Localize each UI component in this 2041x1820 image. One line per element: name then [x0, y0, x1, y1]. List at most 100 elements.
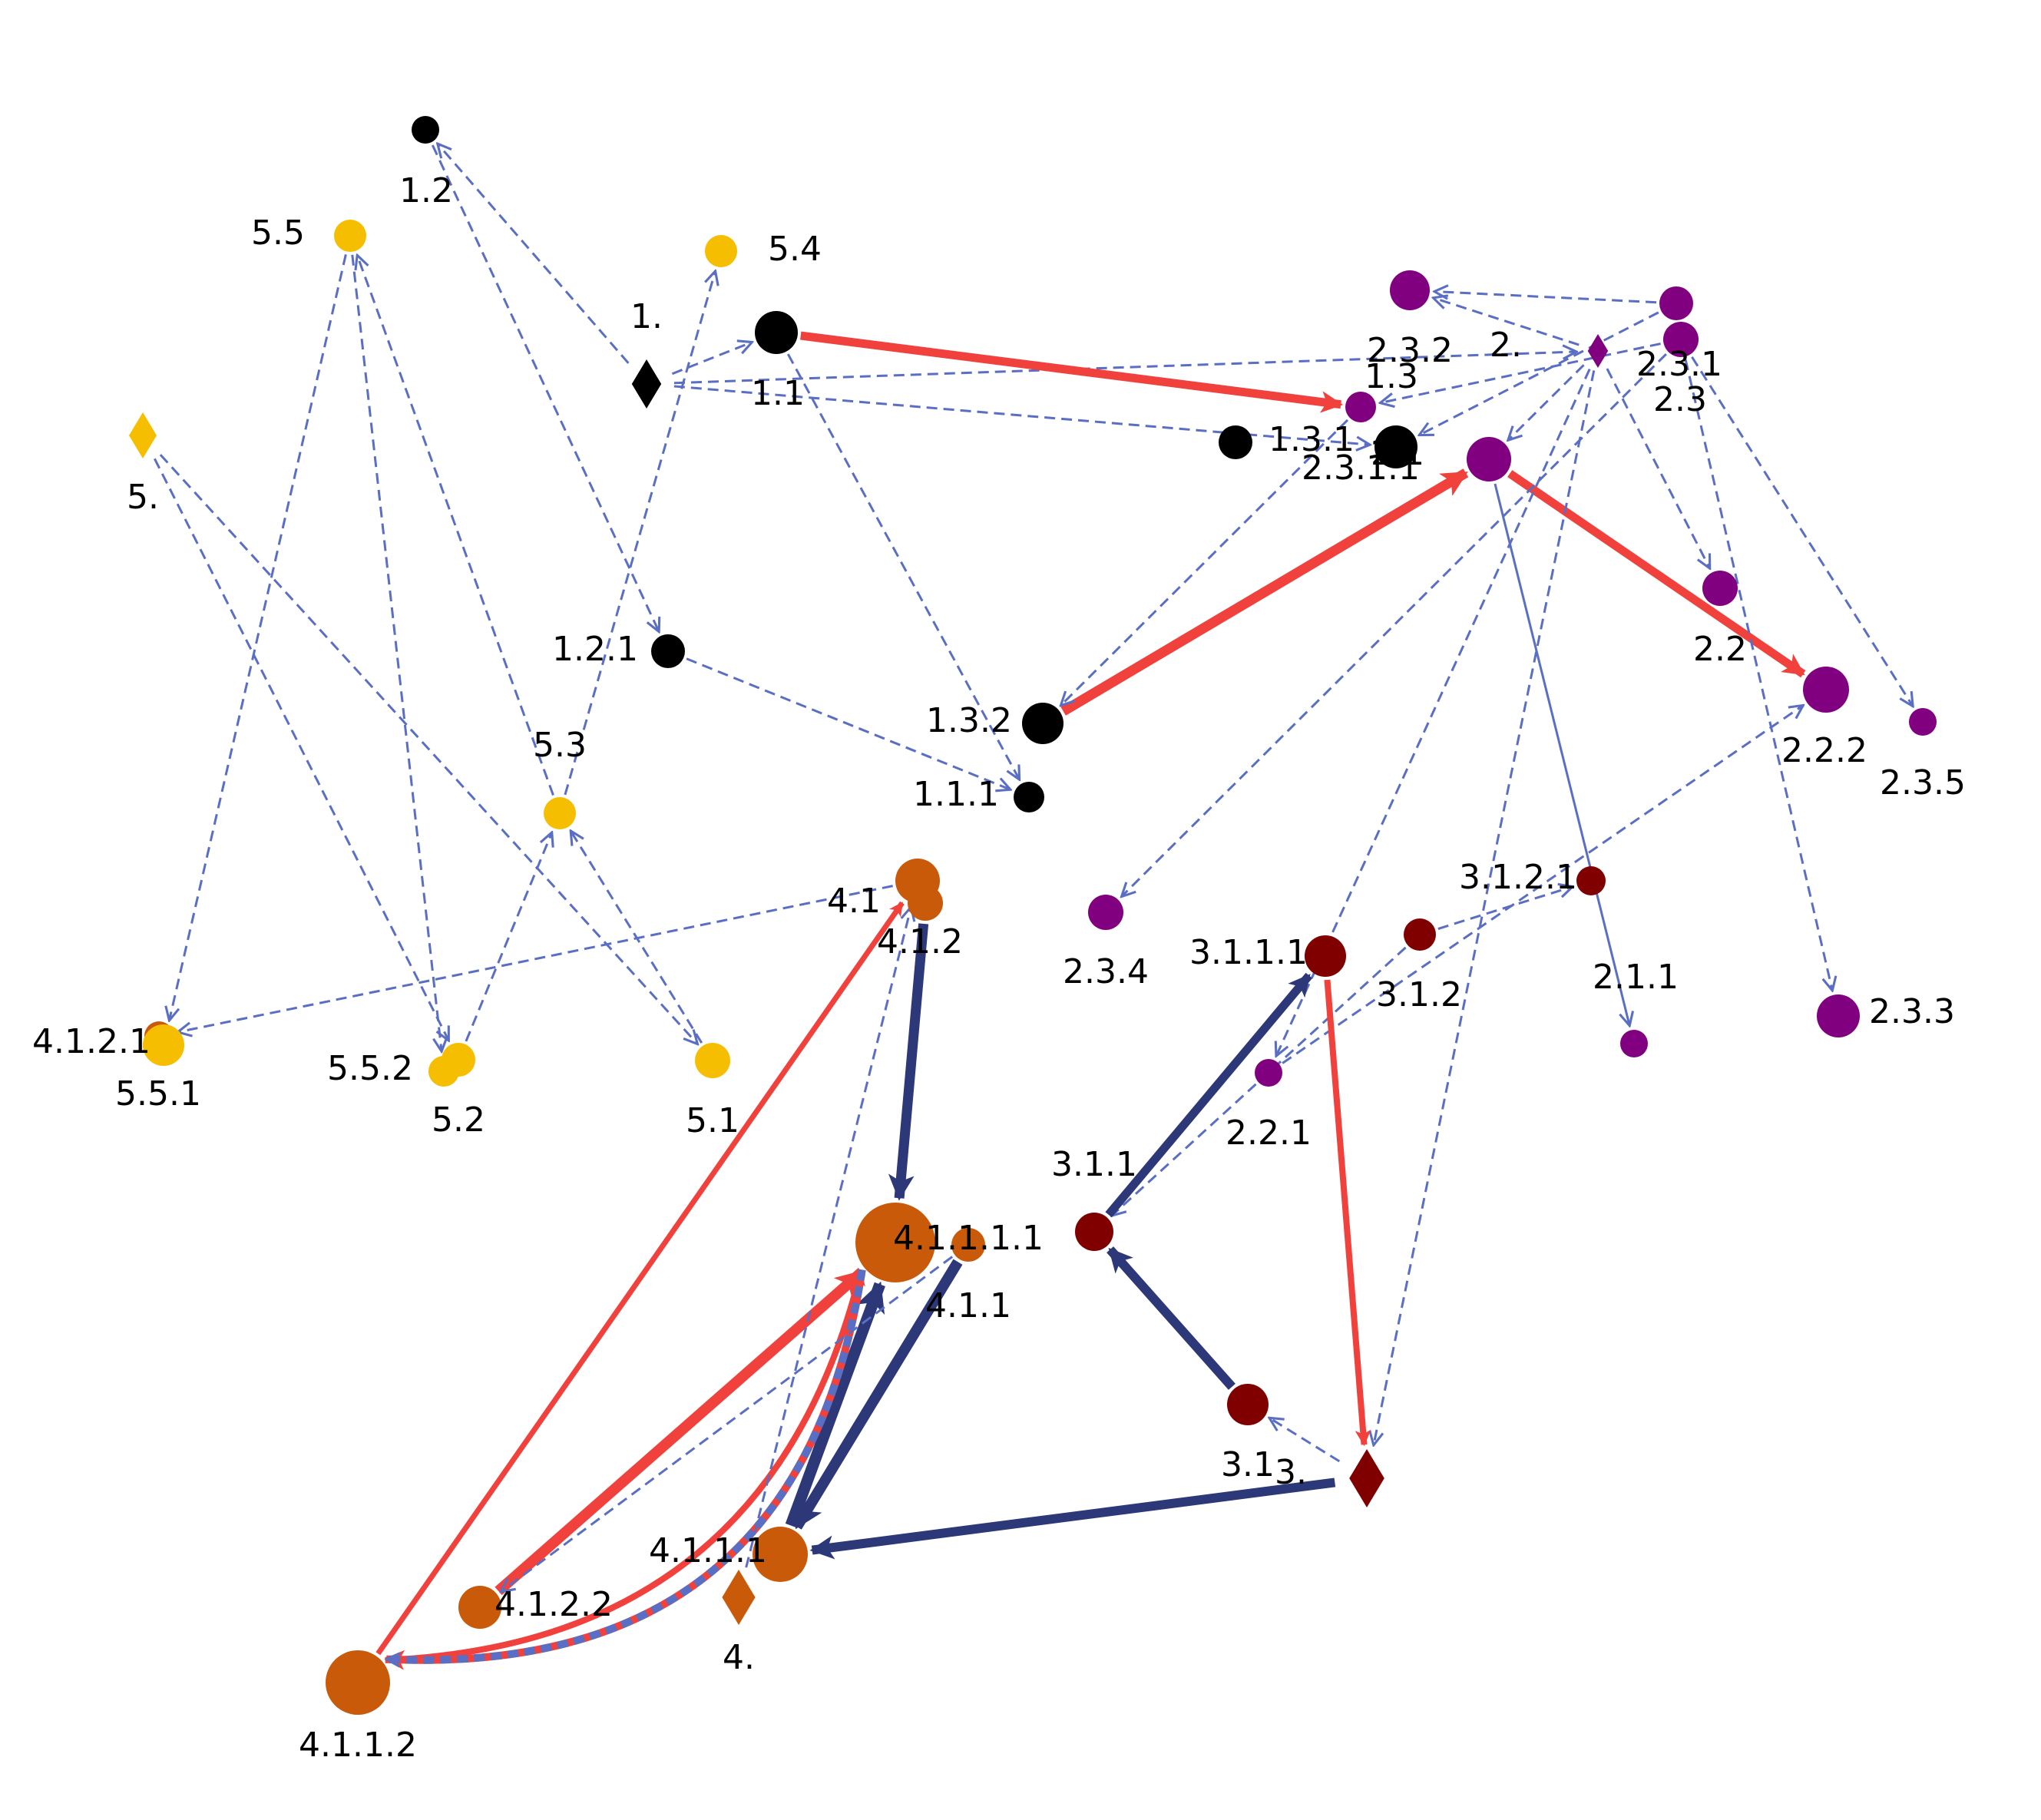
node-label-4-1: 4.1: [827, 882, 881, 921]
node-3-1-2: [1404, 918, 1436, 951]
node-label-3-1-2: 3.1.2: [1376, 975, 1462, 1014]
node-1-1: [755, 311, 798, 354]
node-3-1-2-1: [1576, 866, 1606, 895]
node-2-2-2: [1803, 667, 1849, 713]
node-label-1-3-1: 1.3.1: [1269, 420, 1355, 459]
edge-1-2-1-to-1-1-1: [686, 657, 1011, 790]
node-label-4-1-1-1-1: 4.1.1.1.1: [893, 1219, 1044, 1258]
edge-2-3-to-2-3-5: [1691, 356, 1913, 706]
node-label-3: 3.: [1275, 1453, 1307, 1492]
node-2-2: [1702, 571, 1738, 606]
node-label-4-1-2: 4.1.2: [877, 922, 963, 961]
node-label-2-3-3: 2.3.3: [1869, 992, 1955, 1031]
node-1-1-1: [1014, 782, 1044, 812]
edge-5-3-to-5-4: [564, 271, 716, 796]
edge-4-1-1-to-4-1-1-1: [792, 1259, 963, 1530]
node-label-5: 5.: [127, 478, 159, 517]
node-1-2-1: [651, 634, 685, 668]
node-label-1-1: 1.1: [751, 374, 805, 413]
node-2-3-1-1: [1345, 392, 1376, 422]
node-label-1-3: 1.3: [1365, 357, 1418, 396]
node-label-2-3: 2.3: [1653, 380, 1707, 419]
node-label-5-5: 5.5: [251, 213, 305, 253]
edge-3-to-3-1: [1269, 1418, 1341, 1463]
node-2-1-1: [1620, 1030, 1648, 1057]
node-2-1: [1467, 437, 1511, 481]
node-2-3: [1663, 322, 1699, 357]
edge-3-1-1-1-to-3: [1324, 979, 1371, 1447]
node-3-1-1-1: [1305, 935, 1346, 977]
node-3-1-1: [1075, 1213, 1113, 1251]
node-label-5-1: 5.1: [686, 1101, 739, 1140]
edge-2-3-1-to-1-3: [1419, 311, 1659, 435]
node-label-4-1-1-1: 4.1.1.1: [649, 1531, 767, 1570]
edge-2-3-to-2-3-1-1: [1380, 342, 1661, 403]
node-label-2-3-1-1: 2.3.1.1: [1302, 448, 1420, 488]
node-label-2-3-1: 2.3.1: [1636, 345, 1722, 384]
node-label-3-1-1-1: 3.1.1.1: [1189, 933, 1308, 972]
node-4: [722, 1570, 756, 1625]
edge-5-to-5-1: [159, 454, 698, 1044]
node-1-3-1: [1219, 425, 1252, 459]
edge-4-1-to-4-1-2-1: [177, 885, 893, 1032]
node-label-4-1-1: 4.1.1: [925, 1286, 1011, 1325]
node-label-1-3-2: 1.3.2: [926, 701, 1012, 740]
edge-3-to-4-1-1-1: [809, 1478, 1336, 1560]
node-2: [1587, 334, 1609, 368]
node-label-4: 4.: [723, 1638, 755, 1677]
edge-1-to-1-3: [673, 385, 1370, 445]
labels-layer: 1.1.11.1.11.21.2.11.31.3.11.3.22.2.12.1.…: [32, 171, 1966, 1765]
edge-4-1-1-1-to-4-1-1-1-1: [785, 1281, 885, 1528]
node-label-2-2-1: 2.2.1: [1226, 1114, 1312, 1153]
nodes-layer: [129, 116, 1937, 1715]
edge-1-1-to-2-3-1-1: [800, 331, 1344, 413]
edge-2-2-1-to-2-2-2: [1282, 705, 1803, 1064]
edge-1-1-to-1-1-1: [786, 353, 1019, 779]
node-label-2-2-2: 2.2.2: [1781, 731, 1867, 770]
node-2-3-1: [1659, 286, 1693, 320]
node-label-3-1-2-1: 3.1.2.1: [1459, 858, 1577, 897]
edge-2-3-1-to-2-3-2: [1434, 292, 1657, 304]
edge-3-1-1-to-3-1-1-1: [1105, 972, 1313, 1218]
edge-2-1-to-2-2-2: [1507, 470, 1806, 678]
node-1: [631, 359, 662, 409]
node-label-5-2: 5.2: [432, 1100, 485, 1140]
node-4-1-2-2: [458, 1586, 501, 1629]
edge-4-1-1-1-1-to-4-1-1-2: [386, 1269, 866, 1660]
edge-3-1-2-to-3-1-1: [1112, 946, 1407, 1216]
edge-2-3-to-2-3-4: [1122, 352, 1667, 896]
edge-4-to-4-1: [745, 907, 911, 1568]
node-label-5-3: 5.3: [533, 726, 587, 765]
node-label-2-1-1: 2.1.1: [1593, 958, 1679, 997]
node-1-3: [1374, 425, 1417, 468]
node-label-2-2: 2.2: [1693, 630, 1747, 669]
node-label-2-1: 2.1: [1371, 434, 1424, 473]
edge-1-to-2: [673, 352, 1576, 385]
node-2-3-5: [1909, 708, 1937, 736]
edge-4-1-1-2-to-4-1: [375, 901, 905, 1656]
edge-4-1-1-2-to-4-1-1-1-1: [385, 1269, 865, 1663]
node-label-4-1-1-2: 4.1.1.2: [299, 1726, 417, 1765]
edge-1-2-to-1-2-1: [431, 144, 659, 632]
node-4-1-1: [951, 1228, 985, 1262]
node-1-2: [412, 116, 439, 144]
node-label-2: 2.: [1490, 326, 1522, 365]
edge-5-5-to-5-5-1: [169, 254, 347, 1020]
edge-5-1-to-5-3: [571, 831, 703, 1044]
edge-2-to-2-1: [1508, 364, 1585, 440]
node-5-5-2: [428, 1056, 459, 1087]
edge-5-5-to-5-5-2: [351, 254, 442, 1051]
node-5-4: [705, 235, 737, 267]
edge-4-1-2-2-to-4-1-1-1-1: [495, 1268, 866, 1596]
node-5: [129, 412, 157, 458]
node-label-2-3-2: 2.3.2: [1367, 331, 1453, 370]
edge-2-to-2-3-2: [1433, 298, 1580, 346]
node-2-2-1: [1255, 1059, 1282, 1087]
edge-1-to-1-1: [671, 342, 752, 376]
node-4-1-1-1-1: [855, 1203, 935, 1282]
node-label-1-1-1: 1.1.1: [913, 775, 999, 814]
node-2-3-3: [1817, 994, 1860, 1037]
node-label-3-1-1: 3.1.1: [1051, 1145, 1137, 1184]
